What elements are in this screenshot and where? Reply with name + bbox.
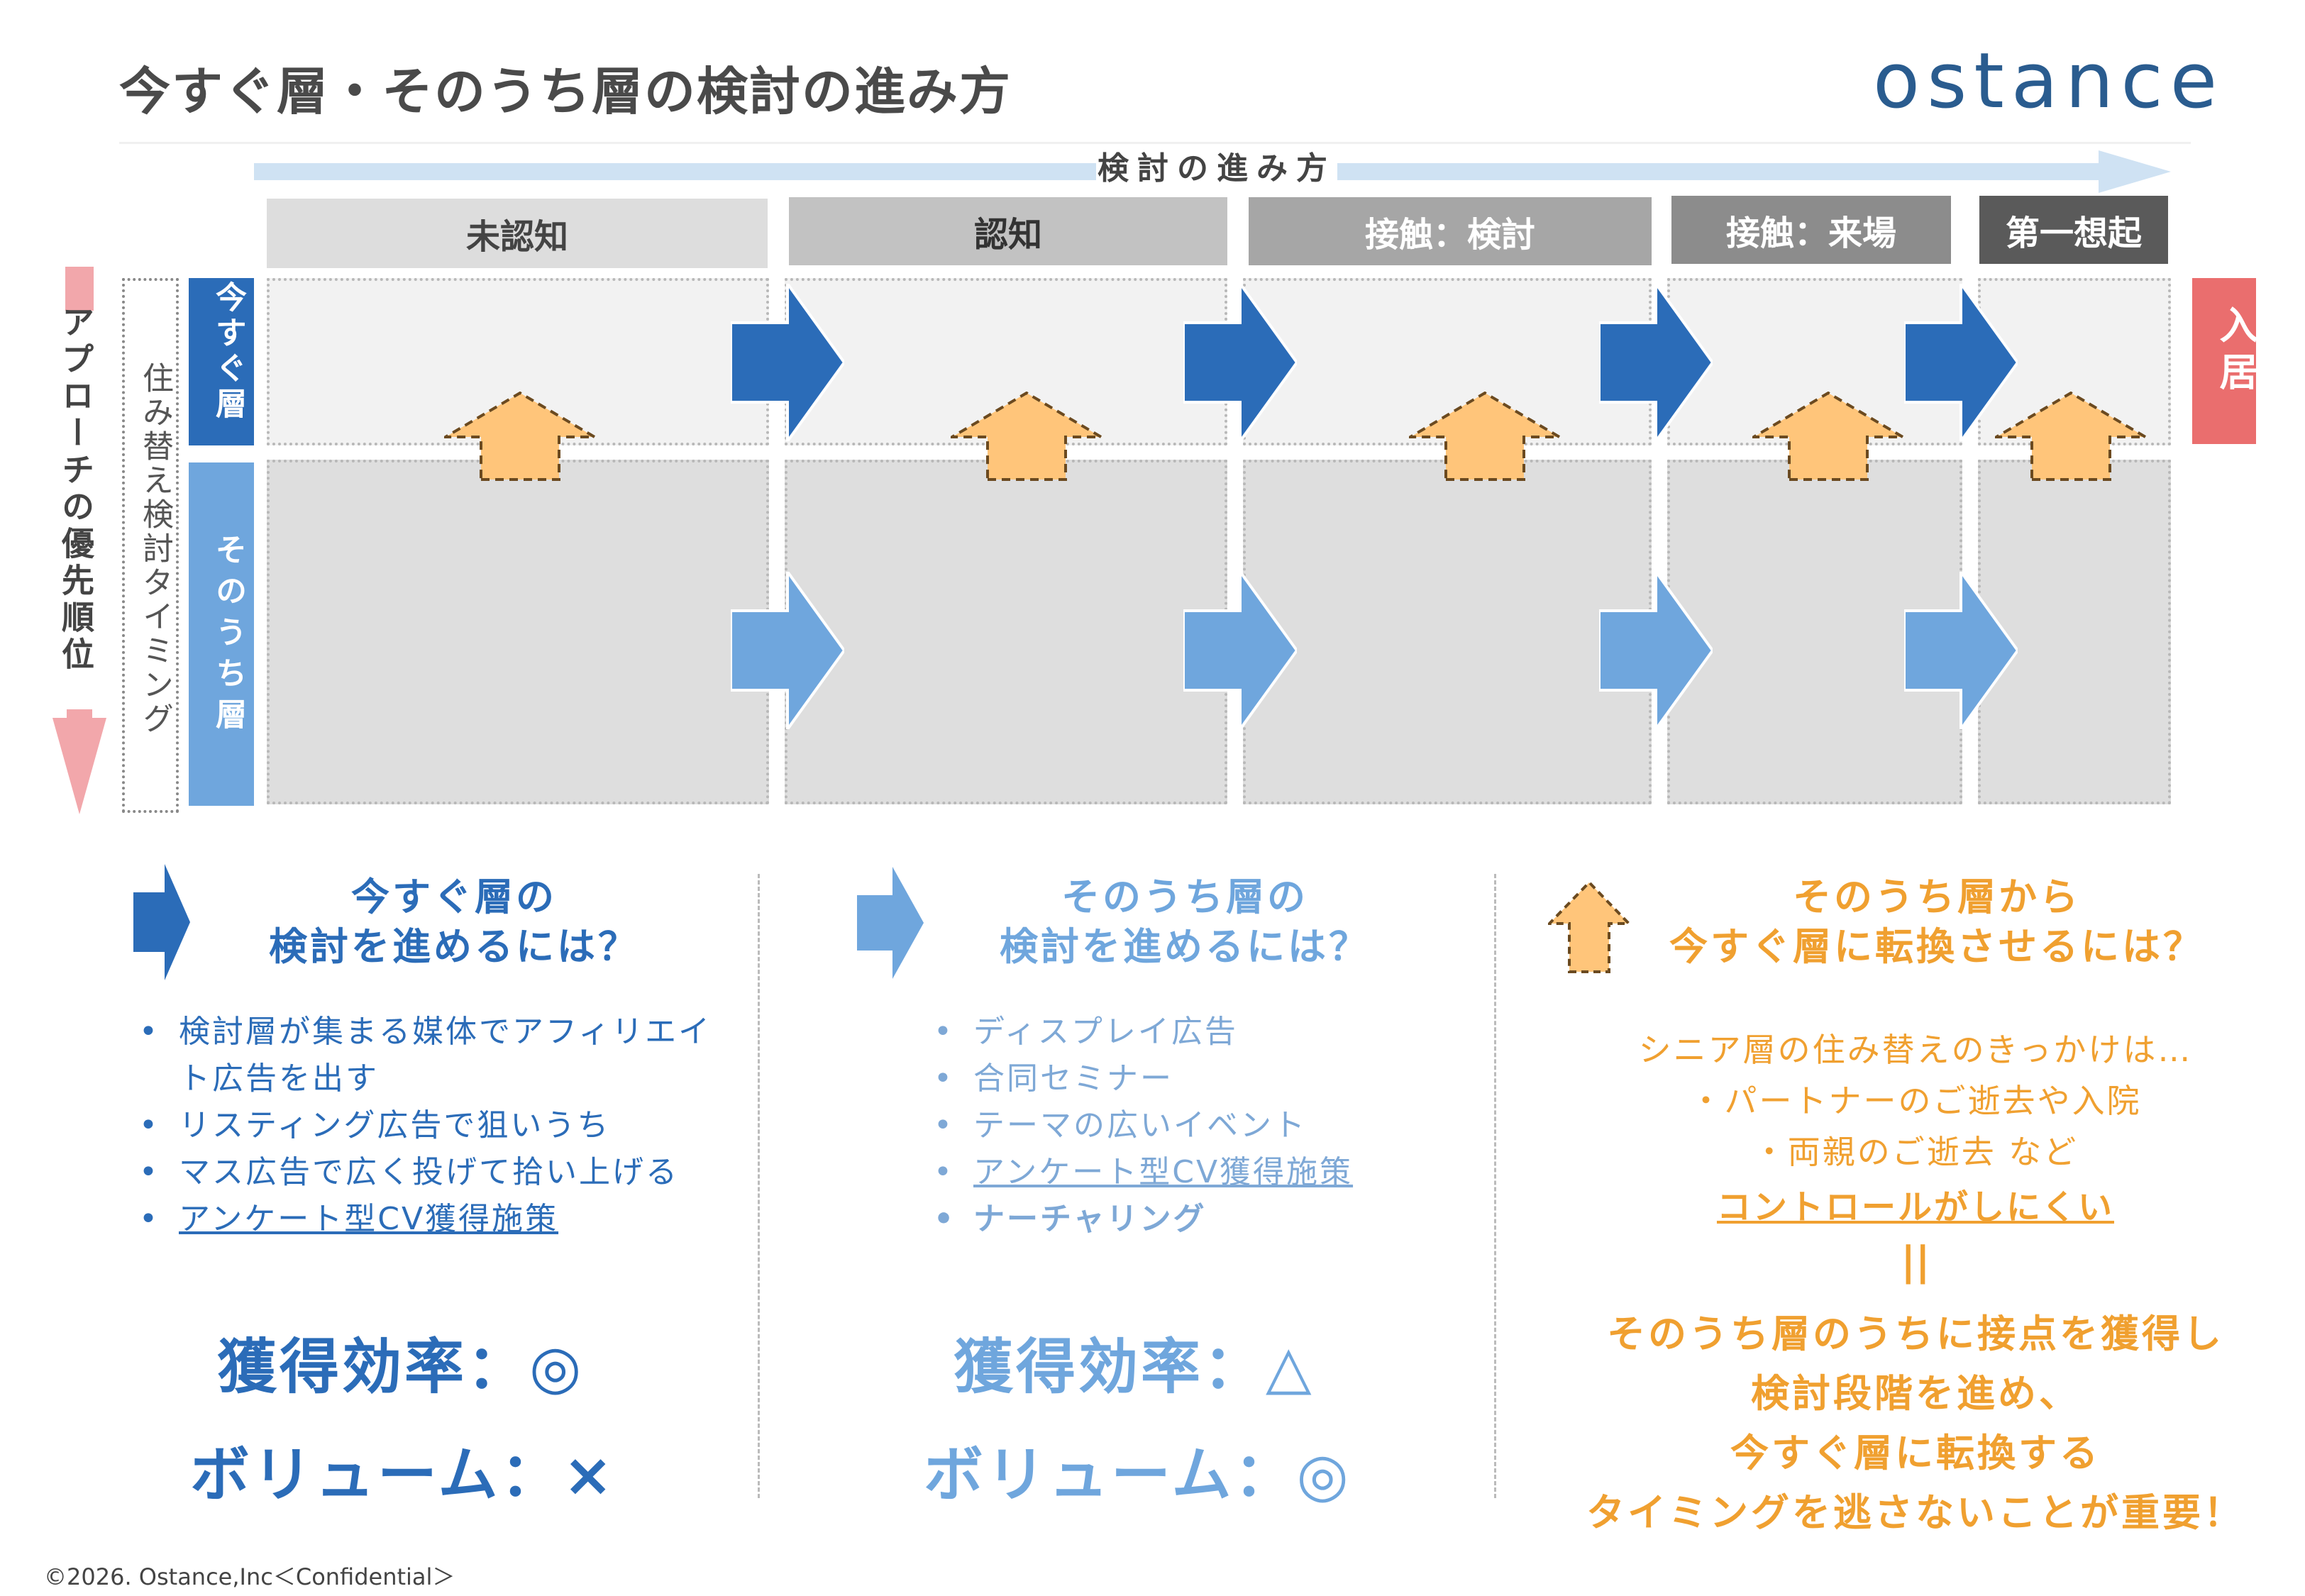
now-progress-arrow-icon — [1599, 284, 1713, 441]
stage-label: 認知 — [973, 215, 1042, 255]
list-item: アンケート型CV獲得施策 — [135, 1196, 724, 1243]
process-flow-label: 検討の進み方 — [1096, 150, 1337, 187]
convert-conclusion-line: タイミングを逃さないことが重要！ — [1586, 1490, 2245, 1535]
stage-header-top-of-mind: 第一想起 — [1979, 196, 2168, 264]
list-item: ディスプレイ広告 — [929, 1009, 1454, 1055]
later-segment-box — [189, 462, 254, 806]
convert-equals-mark: || — [1901, 1238, 1930, 1285]
later-progress-arrow-icon — [1183, 572, 1297, 729]
list-item: テーマの広いイベント — [929, 1102, 1454, 1149]
grid-cell-later-consider — [1243, 460, 1652, 804]
later-progress-arrow-icon — [731, 572, 844, 729]
stage-label: 接触：来場 — [1725, 214, 1896, 253]
convert-conclusion-line: そのうち層のうちに接点を獲得し — [1607, 1312, 2224, 1356]
convert-section-heading: そのうち層から 今すぐ層に転換させるには？ — [1632, 872, 2242, 972]
now-progress-arrow-icon — [731, 284, 844, 441]
list-item: アンケート型CV獲得施策 — [929, 1149, 1454, 1196]
later-section-arrow-icon — [857, 867, 924, 979]
convert-conclusion-line: 検討段階を進め、 — [1751, 1371, 2080, 1416]
stage-header-contact-visit: 接触：来場 — [1671, 196, 1951, 264]
list-item: リスティング広告で狙いうち — [135, 1102, 724, 1149]
now-efficiency: 獲得効率：◎ — [217, 1332, 585, 1402]
ostance-logo: ostance — [1873, 37, 2225, 126]
later-efficiency: 獲得効率：△ — [953, 1332, 1315, 1402]
section-divider — [758, 874, 760, 1498]
conversion-up-arrow-icon — [1752, 392, 1904, 481]
heading-line: そのうち層の — [1061, 875, 1308, 919]
now-section-arrow-icon — [133, 864, 190, 980]
now-progress-arrow-icon — [1904, 284, 2018, 441]
priority-down-arrow-icon — [52, 709, 106, 814]
later-volume: ボリューム：◎ — [924, 1440, 1352, 1509]
stage-header-awareness: 認知 — [789, 197, 1227, 265]
heading-line: 検討を進めるには？ — [1000, 924, 1370, 969]
stage-header-contact-consider: 接触：検討 — [1249, 197, 1652, 265]
copyright-footer: ©2026. Ostance,Inc＜Confidential＞ — [44, 1563, 455, 1590]
page-title: 今すぐ層・そのうち層の検討の進み方 — [119, 62, 1012, 121]
conversion-up-arrow-icon — [1995, 392, 2147, 481]
list-item: ナーチャリング — [929, 1196, 1454, 1243]
move-in-label: 入居 — [2213, 305, 2257, 399]
heading-line: 検討を進めるには？ — [269, 924, 639, 969]
grid-cell-later-awareness — [785, 460, 1227, 804]
now-tactics-list: 検討層が集まる媒体でアフィリエイト広告を出す リスティング広告で狙いうち マス広… — [135, 1009, 724, 1243]
move-in-box — [2192, 278, 2256, 444]
heading-line: そのうち層から — [1793, 875, 2081, 919]
stage-label: 第一想起 — [2005, 214, 2142, 253]
convert-hard-to-control: コントロールがしにくい — [1716, 1187, 2115, 1227]
grid-cell-later-unaware — [267, 460, 769, 804]
stage-label: 接触：検討 — [1364, 215, 1535, 255]
convert-section-arrow-icon — [1548, 881, 1630, 973]
stage-label: 未認知 — [465, 217, 568, 257]
timing-axis-label: 住み替え検討タイミング — [137, 362, 173, 736]
now-volume: ボリューム：× — [190, 1440, 616, 1509]
later-section-heading: そのうち層の 検討を進めるには？ — [929, 872, 1440, 972]
later-segment-label: そのうち層 — [210, 533, 246, 739]
section-divider — [1494, 874, 1496, 1498]
now-segment-box — [189, 278, 254, 445]
convert-trigger-intro: シニア層の住み替えのきっかけは… — [1638, 1031, 2193, 1069]
priority-bar-top — [65, 267, 94, 311]
convert-conclusion-line: 今すぐ層に転換する — [1730, 1431, 2101, 1475]
later-progress-arrow-icon — [1904, 572, 2018, 729]
heading-line: 今すぐ層の — [351, 875, 557, 919]
heading-line: 今すぐ層に転換させるには？ — [1669, 924, 2204, 969]
list-item: 合同セミナー — [929, 1055, 1454, 1102]
priority-label: アプローチの優先順位 — [57, 305, 95, 674]
conversion-up-arrow-icon — [951, 392, 1102, 481]
conversion-up-arrow-icon — [444, 392, 596, 481]
title-divider — [119, 142, 2191, 144]
stage-header-unaware: 未認知 — [267, 199, 768, 268]
list-item: マス広告で広く投げて拾い上げる — [135, 1149, 724, 1196]
list-item: 検討層が集まる媒体でアフィリエイト広告を出す — [135, 1009, 724, 1102]
later-tactics-list: ディスプレイ広告 合同セミナー テーマの広いイベント アンケート型CV獲得施策 … — [929, 1009, 1454, 1243]
timing-axis-box — [122, 278, 179, 813]
now-section-heading: 今すぐ層の 検討を進めるには？ — [199, 872, 709, 972]
now-segment-label: 今すぐ層 — [210, 281, 246, 423]
conversion-up-arrow-icon — [1409, 392, 1561, 481]
now-progress-arrow-icon — [1183, 284, 1297, 441]
convert-trigger-item: ・両親のご逝去 など — [1752, 1133, 2079, 1171]
later-progress-arrow-icon — [1599, 572, 1713, 729]
convert-trigger-item: ・パートナーのご逝去や入院 — [1689, 1082, 2142, 1120]
